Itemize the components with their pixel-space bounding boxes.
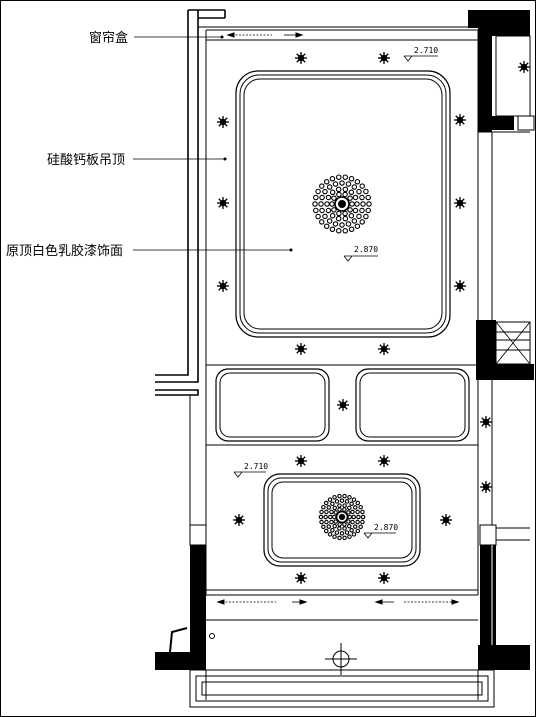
elevation-top-right: 2.710 xyxy=(414,46,438,55)
downlight-icon xyxy=(337,399,349,411)
downlight-icon xyxy=(378,455,390,467)
elevation-lower-center: 2.870 xyxy=(374,523,398,532)
callout-paint-finish-label: 原顶白色乳胶漆饰面 xyxy=(6,243,123,259)
room-outline xyxy=(189,30,495,708)
callout-ceiling-material: 硅酸钙板吊顶 xyxy=(47,153,227,168)
elevation-marker-main: 2.870 xyxy=(343,245,378,262)
downlight-icon xyxy=(378,572,390,584)
downlight-icon xyxy=(378,343,390,355)
small-fixture-dot xyxy=(209,633,215,639)
right-wall xyxy=(468,10,535,670)
callout-curtain-box: 窗帘盒 xyxy=(89,30,224,46)
elevation-marker-lower-left: 2.710 xyxy=(233,462,268,478)
downlight-icon xyxy=(233,514,245,526)
downlight-icon xyxy=(217,197,229,209)
chandelier-icon xyxy=(312,174,372,234)
downlight-icon xyxy=(440,514,452,526)
downlight-icon xyxy=(480,416,492,428)
downlight-icon xyxy=(295,343,307,355)
main-ceiling-recess xyxy=(235,70,451,338)
lower-ceiling-recess xyxy=(263,473,421,567)
downlight-icon xyxy=(295,572,307,584)
downlight-icon xyxy=(480,481,492,493)
downlight-icon xyxy=(378,52,390,64)
left-lower-wall xyxy=(155,395,207,670)
chandelier-lower xyxy=(318,493,366,541)
downlight-icon xyxy=(454,197,466,209)
left-exterior-wall xyxy=(155,9,226,396)
callout-paint-finish: 原顶白色乳胶漆饰面 xyxy=(6,243,293,259)
elevation-marker-lower-center: 2.870 xyxy=(363,523,398,539)
downlight-icon xyxy=(217,280,229,292)
downlights xyxy=(217,52,530,584)
middle-panels xyxy=(215,368,470,442)
callout-curtain-box-label: 窗帘盒 xyxy=(89,30,128,46)
elevation-main-center: 2.870 xyxy=(354,245,378,254)
downlight-icon xyxy=(295,52,307,64)
elevation-lower-left: 2.710 xyxy=(244,462,268,471)
chandelier-icon xyxy=(318,493,366,541)
downlight-icon xyxy=(454,280,466,292)
top-wall xyxy=(198,26,478,41)
downlight-icon xyxy=(454,114,466,126)
exhaust-fan-symbol xyxy=(325,643,357,675)
callout-ceiling-material-label: 硅酸钙板吊顶 xyxy=(47,153,125,168)
elevation-marker-top: 2.710 xyxy=(403,46,438,62)
downlight-icon xyxy=(295,455,307,467)
curtain-tracks xyxy=(216,32,460,605)
chandelier-main xyxy=(312,174,372,234)
downlight-icon xyxy=(217,116,229,128)
downlight-icon xyxy=(518,61,530,73)
